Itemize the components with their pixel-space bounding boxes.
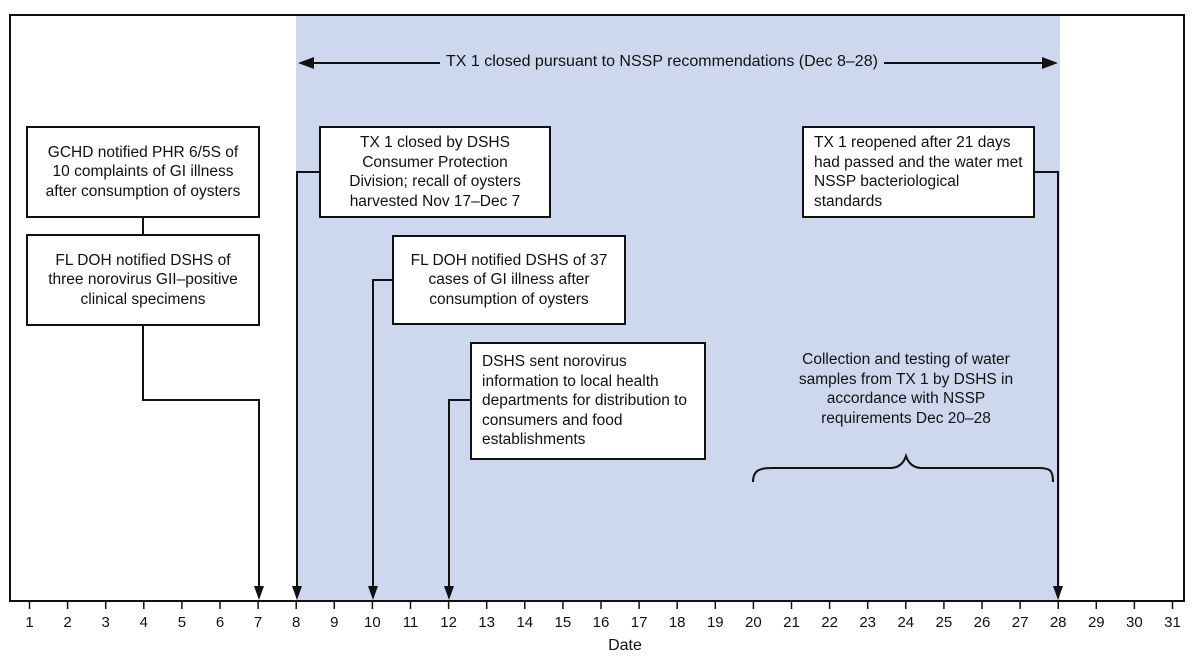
event-gchd-notification: GCHD notified PHR 6/5S of 10 complaints … xyxy=(26,126,260,218)
axis-tick-label: 25 xyxy=(936,614,953,631)
axis-tick-label: 22 xyxy=(821,614,838,631)
axis-tick-label: 23 xyxy=(859,614,876,631)
event-fldoh-specimens-text: FL DOH notified DSHS of three norovirus … xyxy=(48,251,238,308)
event-fldoh-cases-text: FL DOH notified DSHS of 37 cases of GI i… xyxy=(410,251,608,308)
axis-tick-label: 29 xyxy=(1088,614,1105,631)
diagram-frame-outline xyxy=(9,14,1185,602)
axis-tick-label: 4 xyxy=(140,614,148,631)
axis-tick-label: 30 xyxy=(1126,614,1143,631)
axis-title: Date xyxy=(608,637,642,654)
closure-period-label: TX 1 closed pursuant to NSSP recommendat… xyxy=(440,53,884,71)
event-gchd-text: GCHD notified PHR 6/5S of 10 complaints … xyxy=(45,143,241,200)
connector-arrowheads xyxy=(254,586,1063,600)
axis-tick-label: 28 xyxy=(1050,614,1067,631)
axis-tick-label: 11 xyxy=(403,614,419,631)
axis-tick-label: 21 xyxy=(783,614,800,631)
testing-period-text: Collection and testing of water samples … xyxy=(798,351,1014,427)
axis-tick-label: 9 xyxy=(330,614,338,631)
axis-tick-label: 31 xyxy=(1164,614,1181,631)
axis-tick-label: 18 xyxy=(669,614,686,631)
axis-tick-label: 14 xyxy=(516,614,533,631)
axis-tick-label: 20 xyxy=(745,614,762,631)
connector-lines xyxy=(142,171,1059,588)
event-tx1-reopened: TX 1 reopened after 21 days had passed a… xyxy=(802,126,1035,218)
event-dshs-sent-info: DSHS sent norovirus information to local… xyxy=(470,342,706,460)
axis-tick-label: 6 xyxy=(216,614,224,631)
axis-tick-label: 26 xyxy=(974,614,991,631)
event-tx1-reopened-text: TX 1 reopened after 21 days had passed a… xyxy=(814,134,1023,210)
axis-tick-label: 13 xyxy=(478,614,495,631)
axis-tick-label: 19 xyxy=(707,614,724,631)
axis-tick-label: 2 xyxy=(63,614,71,631)
event-fldoh-cases: FL DOH notified DSHS of 37 cases of GI i… xyxy=(392,235,626,325)
axis-tick-label: 5 xyxy=(178,614,186,631)
axis-tick-label: 15 xyxy=(555,614,572,631)
testing-period-brace xyxy=(752,452,1054,483)
testing-period-label: Collection and testing of water samples … xyxy=(782,350,1030,428)
event-dshs-sent-info-text: DSHS sent norovirus information to local… xyxy=(482,353,688,449)
axis-tick-label: 10 xyxy=(364,614,381,631)
axis-tick-label: 1 xyxy=(25,614,33,631)
axis-tick-label: 24 xyxy=(897,614,914,631)
event-tx1-closed: TX 1 closed by DSHS Consumer Protection … xyxy=(319,126,551,218)
axis-tick-label: 17 xyxy=(631,614,648,631)
axis-tick-label: 7 xyxy=(254,614,262,631)
axis-tick-label: 8 xyxy=(292,614,300,631)
event-tx1-closed-text: TX 1 closed by DSHS Consumer Protection … xyxy=(349,134,521,210)
axis-tick-label: 12 xyxy=(440,614,457,631)
axis-tick-label: 16 xyxy=(593,614,610,631)
axis-tick-label: 27 xyxy=(1012,614,1029,631)
axis-tick-label: 3 xyxy=(102,614,110,631)
event-fldoh-specimens: FL DOH notified DSHS of three norovirus … xyxy=(26,234,260,326)
